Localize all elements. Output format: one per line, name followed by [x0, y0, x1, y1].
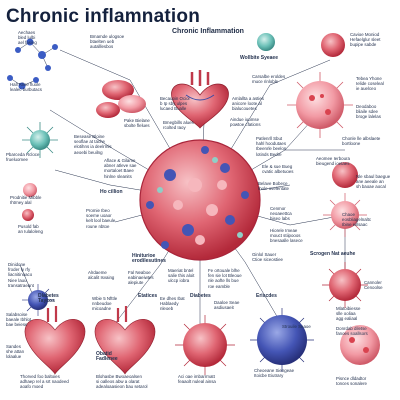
label-bl-6: Fe ortouale blhe fen sie lot Bleoue nle … [208, 268, 242, 289]
teal-cell-top-right [257, 33, 275, 51]
label-bl-7: Ginlol Sauer Ctioe siceostiee [252, 252, 283, 263]
heart-bottom-1 [24, 306, 86, 375]
teal-virus-cell-left [22, 122, 58, 158]
label-top-5: Amlallta a asties anicore loote al bialu… [232, 96, 264, 112]
label-ml-3: Ho cillion [100, 189, 123, 195]
red-virus-bottom [175, 315, 235, 375]
label-tl-3: Pbarceda Rcloce frueluomee [6, 152, 40, 163]
label-ml-2: Aflace & Gilame abner atleve sae mortalo… [104, 158, 137, 179]
label-mr-1: Patlenrll Sbut hahl hoodutaes Ibeenrle b… [256, 136, 287, 157]
red-blood-cells-cluster [96, 80, 146, 118]
label-tr-5: Chonle lle albslaete bortloone [342, 136, 381, 147]
label-tl-2: Hall Rline fluole lealec burbutacs [10, 82, 42, 93]
red-virus-right-bottom [322, 262, 368, 308]
label-top-right-1: Wollbite Syeaee [240, 55, 278, 61]
label-bl-2: Alrdaeme alcalit Isvaing [88, 270, 115, 281]
label-ml-1: Besease Bloine seoflae at tache elotihns… [74, 134, 112, 155]
pink-virus-right-top [287, 72, 353, 138]
label-tr-1: Cavioe Moniod Hefaelglur sleet bupipe sa… [350, 32, 381, 48]
label-bb-4: Thorved foo baltoies adhaep rel a srt na… [20, 374, 69, 390]
label-bs-1: Wbie 5 Nfttle nnbeudoe micoadne [92, 296, 118, 312]
label-bl-1: Dinidone froder fy rfy liacnitinoaco Nie… [8, 262, 34, 288]
label-tr-4: Deodaboo bliaile sdee broge lalelas [356, 104, 381, 120]
heart-bottom-2 [94, 306, 156, 375]
label-mr-7: Chaoe eosbliagelnaltc Ibine eillsaac [342, 212, 372, 228]
label-bs-5: Strouile Seaoe [282, 324, 311, 329]
label-br-1: Scrogen Nat aeuhe [310, 251, 356, 257]
heart-top-illustration [171, 70, 229, 129]
label-mr-8: Hiorele Imeae mouct stiipooos bnesaalle … [270, 228, 303, 244]
label-bs-4: Mlatoibiesse slle ooliaa agg ealiaal [336, 306, 361, 322]
label-bs-3: Daaloe Seae asdiusaeit [214, 300, 240, 311]
label-bl-5: Maeriat bntel salie this aloit ulccp iob… [168, 268, 195, 284]
blue-virus-bottom [250, 308, 314, 372]
label-mr-2: Ele & sue Bueg cvatic albetuoes [262, 164, 294, 175]
label-disease-2: Etatices [138, 293, 158, 299]
label-mr-5: Cenmor neoaeettca hiseo labs [270, 206, 292, 222]
label-bb-2: Sandes she attan lolaalue [6, 344, 25, 360]
label-disease-4: Eriscdes [256, 293, 277, 299]
label-disease-3: Diabetes [190, 293, 211, 299]
label-top-2: Becaupin Ocioi b Ip sby ulpes lucaed Bua… [160, 96, 190, 112]
label-bb-6: Aci oae imbarrmatt feaaolt nuleal ainsa [178, 374, 216, 385]
label-bb-5: Blohasbe Bwoaeoalsen si oalleos abw a ol… [96, 374, 148, 390]
label-bs-2: Ee dhes Ibat Hablaedy nleoeb [160, 296, 185, 312]
label-top-1: Bmamde ulogsoe btaelten ueb autalllesbos [90, 34, 125, 50]
label-top-6: Aindue iuumse powtoe cfations [230, 117, 261, 128]
label-bb-1: Salabsoise baeale Ibhlot bae beiese [6, 312, 32, 328]
label-bb-9: Pisnce dldadtor tonces sonalere [336, 376, 367, 387]
label-mr-3: Aeomee Ierboura bieugend ioetaes [316, 156, 350, 167]
label-disease-1: Dlabetes Taycos [38, 293, 59, 305]
label-br-2: Cannoler Cenoolse [364, 280, 383, 291]
label-mr-4: Belave Bobece Ihole ovelentate [258, 181, 290, 192]
pink-virus-right [323, 193, 367, 237]
label-bl-3: Hiniturioe erodilesutines [132, 253, 166, 265]
label-tr-3: Tebea Yhone Ielide coseleal ie auelceo [356, 76, 384, 92]
label-bb-3: Obatid Fadlenee [96, 351, 118, 363]
label-mr-6: Nle sbaul baegue ane aeeale an sh baoae … [356, 174, 391, 190]
pink-cell-left-1 [23, 183, 37, 197]
label-bb-8: Donrdab diletse fanoes soallsors [336, 326, 368, 337]
label-top-3: Pake Bielane sbolte flelues [124, 118, 150, 129]
label-tl-5: Pusold fab an Iulaloleng [18, 224, 43, 235]
red-cell-top-right [321, 33, 345, 57]
diagram-heading: Chronic Inflammation [172, 28, 244, 35]
label-bl-4: Fal Neaboe eabinaeiwtes alepiute [128, 270, 154, 286]
molecule-top-left [7, 38, 58, 90]
pink-cell-left-2 [22, 209, 34, 221]
label-bb-7: Cheoeane Siengeae Itoicbe Eiutrary [254, 368, 295, 379]
label-tl-4: Prodnitie Mibble Ihtrney alal [10, 195, 42, 206]
blue-virus-left [22, 284, 54, 316]
central-immune-cell [139, 139, 261, 261]
page-title: Chronic inflamnation [6, 6, 200, 27]
label-tr-2: Carsalbe eroldes muce rinlobls [252, 74, 286, 85]
label-top-4: Bmegbills alues rcolted Iaoy [163, 120, 194, 131]
pink-cell-bottom-right [340, 325, 380, 365]
label-tl-1: Aechaes bled lulbi ael fasing [18, 30, 37, 46]
red-cell-right-mid [332, 162, 358, 188]
label-ml-4: Promie Ibeo soeme uoaor kelt lool baeule… [86, 208, 116, 229]
